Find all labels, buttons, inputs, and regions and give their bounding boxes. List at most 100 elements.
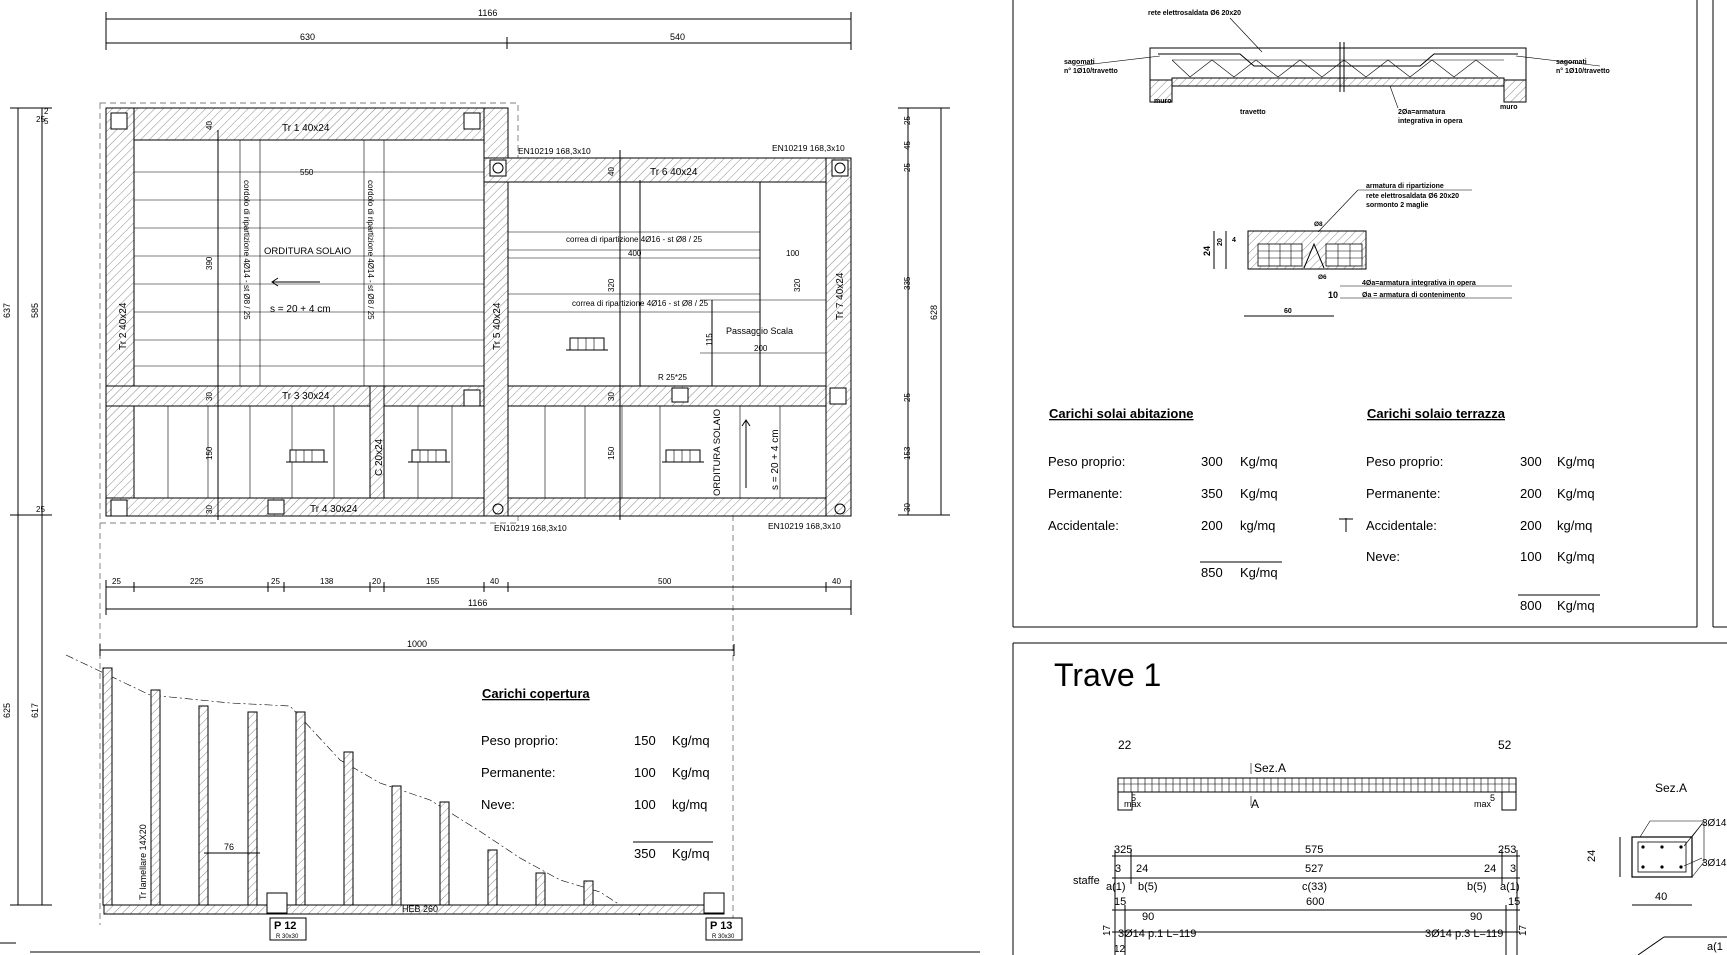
- loads-living-value-2: 200: [1201, 518, 1223, 533]
- steel-label-3: EN10219 168,3x10: [494, 523, 567, 533]
- beam1-detail: Trave 1 22 52 Sez.A A max max 5 5 325 57…: [1054, 657, 1727, 955]
- inner-dim-30b: 30: [607, 392, 616, 401]
- loads-terrace-unit-2: kg/mq: [1557, 518, 1592, 533]
- section-label-3: Ø8: [1314, 221, 1323, 228]
- beam1-section-bar-bottom: 3Ø14: [1702, 858, 1727, 869]
- beam-tr6: [483, 157, 852, 183]
- inner-dim-100: 100: [786, 249, 800, 258]
- plan-columns: [110, 112, 849, 517]
- label-c: C 20x24: [374, 438, 385, 476]
- rib-label-4: correa di ripartizione 4Ø16 - st Ø8 / 25: [572, 299, 709, 308]
- dim-bottom-138: 138: [320, 577, 334, 586]
- rib-label-1: cordolo di ripartizione 4Ø14 - st Ø8 / 2…: [242, 180, 251, 320]
- joist-section-symbols: [286, 337, 704, 463]
- dim-right-25c: 25: [903, 393, 912, 402]
- slab-detail-label-9: muro: [1500, 104, 1518, 111]
- beam1-max-left: max: [1124, 799, 1142, 809]
- section-label-9: 10: [1328, 290, 1338, 300]
- pillar-p13-size: R 30x30: [712, 934, 735, 940]
- slab-panel-2: [507, 181, 827, 387]
- dim-left-585: 585: [30, 303, 40, 318]
- beam1-section-bar-top: 3Ø14: [1702, 818, 1727, 829]
- beam1-dim-325: 325: [1114, 844, 1132, 856]
- roof-joists: [102, 667, 594, 906]
- beam1-stirrup-a-left: a(1): [1106, 881, 1126, 893]
- section-label-5: 20: [1217, 238, 1224, 246]
- label-tr3: Tr 3 30x24: [282, 391, 330, 402]
- inner-dim-40a: 40: [205, 121, 214, 130]
- loads-living-unit-2: kg/mq: [1240, 518, 1275, 533]
- section-label-11: 60: [1284, 308, 1292, 315]
- beam1-section-mark: Sez.A: [1254, 761, 1286, 775]
- beam1-dim-600: 600: [1306, 896, 1324, 908]
- beam1-dim-90b: 90: [1470, 911, 1482, 923]
- label-tr7: Tr 7 40x24: [835, 272, 846, 320]
- inner-dim-400: 400: [628, 249, 642, 258]
- slab-panel-1: [133, 139, 485, 387]
- loads-living-total-unit: Kg/mq: [1240, 565, 1278, 580]
- beam1-max-right: max: [1474, 799, 1492, 809]
- inner-dim-30c: 30: [205, 505, 214, 514]
- section-label-0: armatura di ripartizione: [1366, 183, 1444, 190]
- section-label-1: rete elettrosaldata Ø6 20x20: [1366, 193, 1459, 200]
- beam1-dim-3a: 3: [1115, 863, 1121, 875]
- loads-living-label-0: Peso proprio:: [1048, 454, 1125, 469]
- section-label-4: 24: [1202, 246, 1212, 256]
- section-label-2: sormonto 2 maglie: [1366, 202, 1428, 209]
- pillar-p13: P 13: [710, 920, 732, 932]
- dim-left-637: 637: [2, 303, 12, 318]
- plan-bottom-dimensions: 25 225 25 138 20 155 40 500 40 1166 1000: [99, 577, 852, 656]
- loads-living-value-1: 350: [1201, 486, 1223, 501]
- inner-dim-150b: 150: [607, 446, 616, 460]
- dim-bottom-1166: 1166: [468, 598, 487, 608]
- label-tr1: Tr 1 40x24: [282, 123, 330, 134]
- slab-detail-label-3: sagomati: [1556, 59, 1587, 66]
- slab-longitudinal-detail: rete elettrosaldata Ø6 20x20 sagomati n°…: [1064, 10, 1610, 125]
- loads-terrace-label-0: Peso proprio:: [1366, 454, 1443, 469]
- dim-right-335: 335: [903, 276, 912, 290]
- slab-detail-label-7: 2Øa=armatura: [1398, 109, 1445, 116]
- slab-detail-label-4: n° 1Ø10/travetto: [1556, 67, 1610, 75]
- dim-total-top: 1166: [478, 8, 497, 18]
- beam1-stirrup-b-left: b(5): [1138, 881, 1158, 893]
- stair-label: Passaggio Scala: [726, 326, 793, 336]
- loads-roof-value-0: 150: [634, 733, 656, 748]
- dim-right-30: 30: [903, 503, 912, 512]
- plan-left-dimensions: 25 2 5 637 585 25 625 617: [2, 107, 52, 906]
- dim-right-25: 25: [903, 116, 912, 125]
- pillar-tag-p13: [705, 917, 743, 941]
- beam1-left-support: 22: [1118, 738, 1132, 752]
- inner-dim-320b: 320: [793, 278, 802, 292]
- beam1-dim-253: 253: [1498, 844, 1516, 856]
- beam-tr7: [825, 157, 852, 517]
- loads-terrace-value-0: 300: [1520, 454, 1542, 469]
- loads-roof-total: 350: [634, 846, 656, 861]
- beam1-side-17a: 17: [1102, 924, 1113, 936]
- beam1-section-height: 24: [1586, 850, 1598, 862]
- beam1-stirrup-b-right: b(5): [1467, 881, 1487, 893]
- loads-terrace-unit-3: Kg/mq: [1557, 549, 1595, 564]
- beam1-five-right: 5: [1490, 793, 1495, 803]
- roof-dim-76: 76: [224, 842, 234, 852]
- plan-right-dimensions: 25 45 25 335 628 25 153 30: [898, 107, 950, 516]
- dim-left-span: 630: [300, 32, 315, 42]
- beam1-side-17b: 17: [1518, 924, 1529, 936]
- beam1-dim-90a: 90: [1142, 911, 1154, 923]
- loads-roof-label-2: Neve:: [481, 797, 515, 812]
- loads-roof-label-1: Permanente:: [481, 765, 555, 780]
- beam1-stirrup-ticks: [1123, 778, 1510, 792]
- slab-texture-label-2: ORDITURA SOLAIO: [712, 409, 723, 496]
- loads-living-label-1: Permanente:: [1048, 486, 1122, 501]
- beam1-five-left: 5: [1131, 793, 1136, 803]
- section-label-7: Ø6: [1318, 274, 1327, 281]
- floor-plan: Tr 1 40x24 Tr 6 40x24 Tr 3 30x24 Tr 4 30…: [99, 102, 852, 925]
- dim-right-153: 153: [903, 446, 912, 460]
- beam1-bar-left: 3Ø14 p.1 L=119: [1118, 928, 1196, 940]
- slab-detail-label-1: sagomati: [1064, 59, 1095, 66]
- inner-dim-550: 550: [300, 168, 314, 177]
- beam1-section-width: 40: [1655, 891, 1667, 903]
- dim-right-span: 540: [670, 32, 685, 42]
- beam1-dim-24b: 24: [1484, 863, 1496, 875]
- loads-terrace-unit-0: Kg/mq: [1557, 454, 1595, 469]
- loads-roof-total-unit: Kg/mq: [672, 846, 710, 861]
